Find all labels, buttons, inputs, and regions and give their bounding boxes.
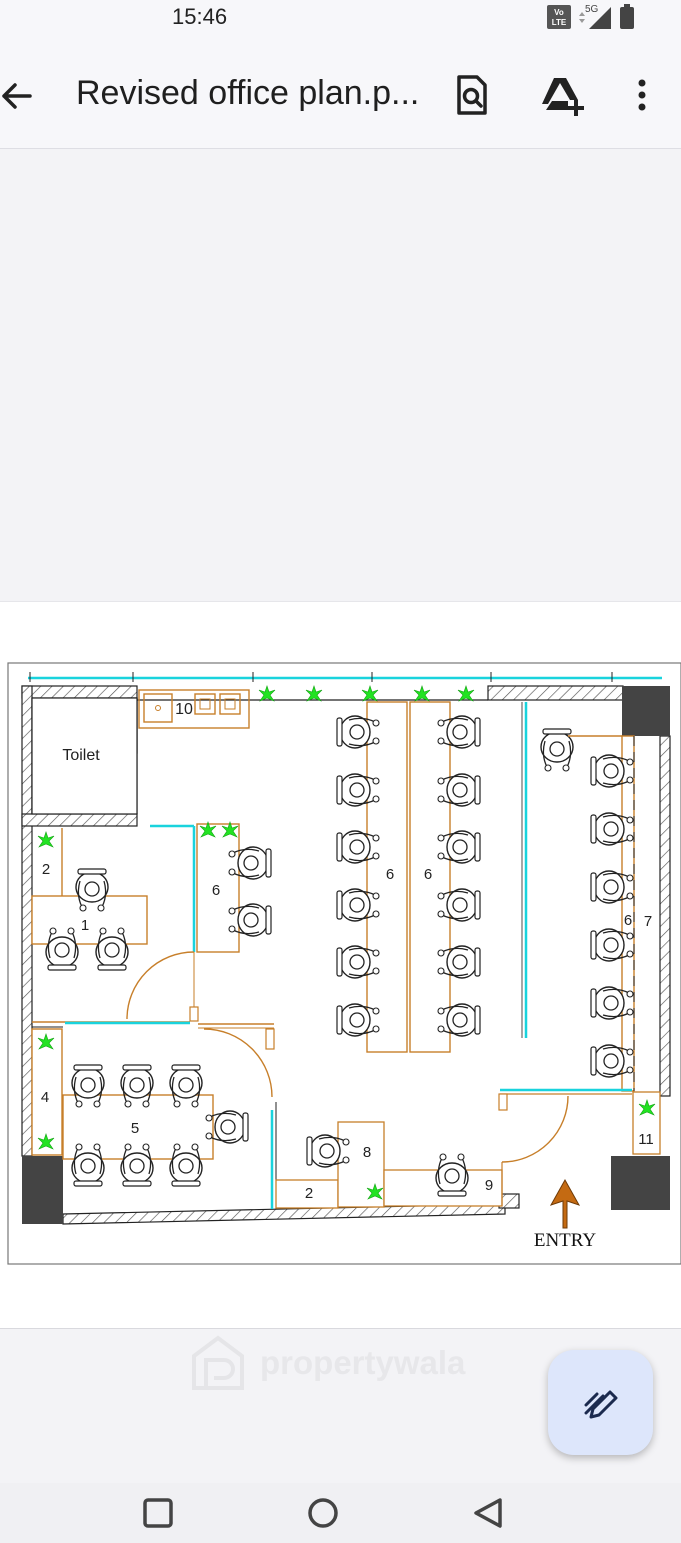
reception-desk-label: 8 bbox=[363, 1144, 371, 1161]
pantry-label: 10 bbox=[175, 701, 193, 718]
left-storage-label: 4 bbox=[41, 1089, 49, 1106]
center-right-bench-label: 6 bbox=[424, 866, 432, 883]
small-workstation-label: 6 bbox=[212, 882, 220, 899]
pdf-page: Toilet 10 2 1 bbox=[0, 601, 681, 1329]
right-passage-label: 7 bbox=[644, 913, 652, 930]
left-storage bbox=[31, 1028, 63, 1156]
home-circle-icon[interactable] bbox=[305, 1495, 341, 1531]
entry-label: ENTRY bbox=[534, 1230, 597, 1251]
column bbox=[22, 1156, 63, 1224]
column bbox=[611, 1156, 670, 1210]
volte-icon: Vo LTE bbox=[547, 5, 571, 29]
drive-add-icon[interactable] bbox=[540, 74, 586, 116]
cabin-storage-label: 2 bbox=[42, 861, 50, 878]
watermark-text: propertywala bbox=[260, 1344, 466, 1381]
toilet-room bbox=[31, 697, 138, 815]
propertywala-logo-icon bbox=[192, 1335, 244, 1390]
back-triangle-icon[interactable] bbox=[470, 1495, 506, 1531]
right-bench-label: 6 bbox=[624, 912, 632, 929]
more-vert-icon[interactable] bbox=[622, 74, 662, 116]
cabin-table-label: 1 bbox=[81, 917, 89, 934]
status-time: 15:46 bbox=[172, 4, 228, 29]
center-bench-left bbox=[366, 701, 408, 1053]
watermark: propertywala bbox=[190, 1334, 465, 1392]
entry-corner-label: 11 bbox=[638, 1131, 654, 1148]
status-bar: 15:46 Vo LTE 5G bbox=[0, 0, 681, 34]
meeting-table-label: 5 bbox=[131, 1120, 139, 1137]
battery-icon bbox=[620, 4, 634, 29]
recents-square-icon[interactable] bbox=[140, 1495, 176, 1531]
lobby-storage-label: 2 bbox=[305, 1185, 313, 1202]
cabin-table bbox=[31, 895, 148, 945]
edit-fab-button[interactable] bbox=[548, 1350, 653, 1455]
document-title: Revised office plan.p... bbox=[76, 74, 420, 112]
floor-plan: Toilet 10 2 1 bbox=[7, 662, 681, 1265]
signal-icon: 5G bbox=[579, 4, 611, 29]
back-arrow-icon[interactable] bbox=[0, 78, 36, 114]
document-search-icon[interactable] bbox=[452, 74, 492, 116]
network-label: 5G bbox=[585, 4, 599, 15]
entry-desk-label: 9 bbox=[485, 1177, 493, 1194]
entry-arrow-icon bbox=[549, 1178, 581, 1229]
system-nav-bar bbox=[0, 1483, 681, 1543]
status-icons: Vo LTE 5G bbox=[547, 3, 635, 31]
toilet-label: Toilet bbox=[62, 747, 100, 764]
center-left-bench-label: 6 bbox=[386, 866, 394, 883]
center-bench-right bbox=[409, 701, 451, 1053]
lobby-storage bbox=[275, 1179, 339, 1209]
volte-line1: Vo bbox=[554, 8, 564, 17]
volte-line2: LTE bbox=[552, 18, 567, 27]
app-bar: Revised office plan.p... bbox=[0, 34, 681, 149]
column bbox=[622, 686, 670, 736]
edit-pen-icon bbox=[584, 1390, 617, 1418]
meeting-table bbox=[62, 1094, 214, 1160]
pantry-counter bbox=[138, 689, 250, 729]
pdf-viewer[interactable]: Toilet 10 2 1 bbox=[0, 149, 681, 1483]
